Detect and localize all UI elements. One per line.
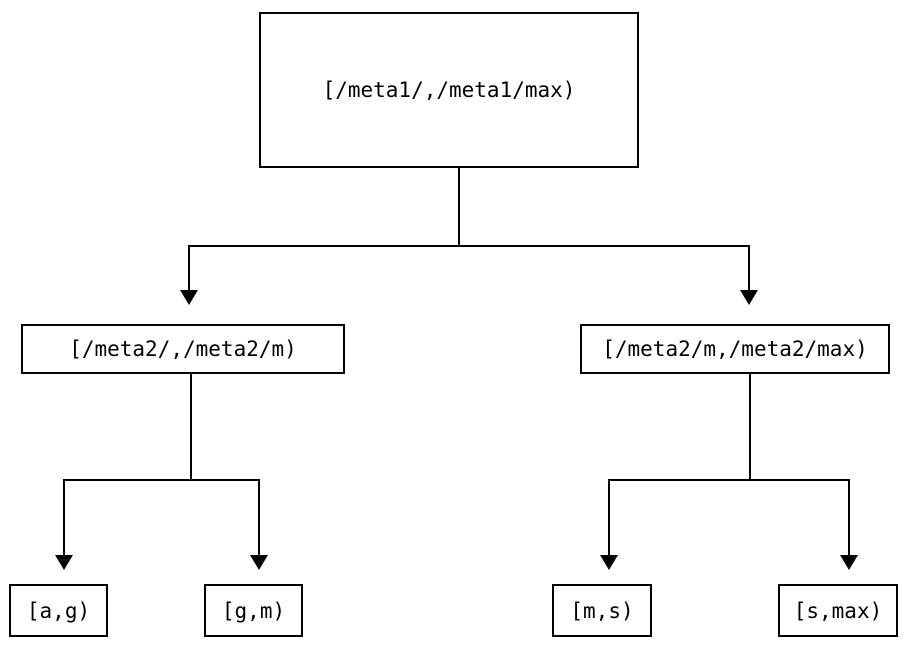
edge-root-stem (458, 168, 460, 247)
node-level2-left[interactable]: [/meta2/,/meta2/m) (21, 324, 345, 374)
edge-left-subtree-drop-a (63, 479, 65, 556)
node-leaf-ms-label: [m,s) (570, 598, 634, 623)
node-leaf-ag-label: [a,g) (26, 598, 91, 623)
node-leaf-smax[interactable]: [s,max) (778, 584, 898, 637)
edge-left-subtree-stem (190, 374, 192, 481)
edge-right-subtree-stem (749, 374, 751, 481)
edge-left-subtree-crossbar (63, 479, 260, 481)
arrowhead-leaf-smax (840, 555, 858, 570)
node-level2-left-label: [/meta2/,/meta2/m) (69, 337, 297, 361)
edge-right-subtree-crossbar (608, 479, 850, 481)
node-root[interactable]: [/meta1/,/meta1/max) (259, 12, 639, 168)
node-leaf-ag[interactable]: [a,g) (9, 584, 108, 637)
node-root-label: [/meta1/,/meta1/max) (322, 78, 576, 102)
edge-root-to-right-drop (748, 245, 750, 291)
arrowhead-leaf-gm (250, 555, 268, 570)
arrowhead-root-to-right (740, 290, 758, 305)
node-leaf-gm[interactable]: [g,m) (204, 584, 303, 637)
node-level2-right-label: [/meta2/m,/meta2/max) (602, 337, 868, 361)
node-leaf-ms[interactable]: [m,s) (552, 584, 652, 637)
edge-root-to-left-drop (188, 245, 190, 291)
edge-left-subtree-drop-b (258, 479, 260, 556)
arrowhead-root-to-left (180, 290, 198, 305)
edge-root-crossbar (188, 245, 750, 247)
arrowhead-leaf-ag (55, 555, 73, 570)
edge-right-subtree-drop-b (848, 479, 850, 556)
arrowhead-leaf-ms (600, 555, 618, 570)
node-leaf-gm-label: [g,m) (221, 598, 286, 623)
edge-right-subtree-drop-a (608, 479, 610, 556)
node-leaf-smax-label: [s,max) (793, 598, 883, 623)
node-level2-right[interactable]: [/meta2/m,/meta2/max) (580, 324, 890, 374)
